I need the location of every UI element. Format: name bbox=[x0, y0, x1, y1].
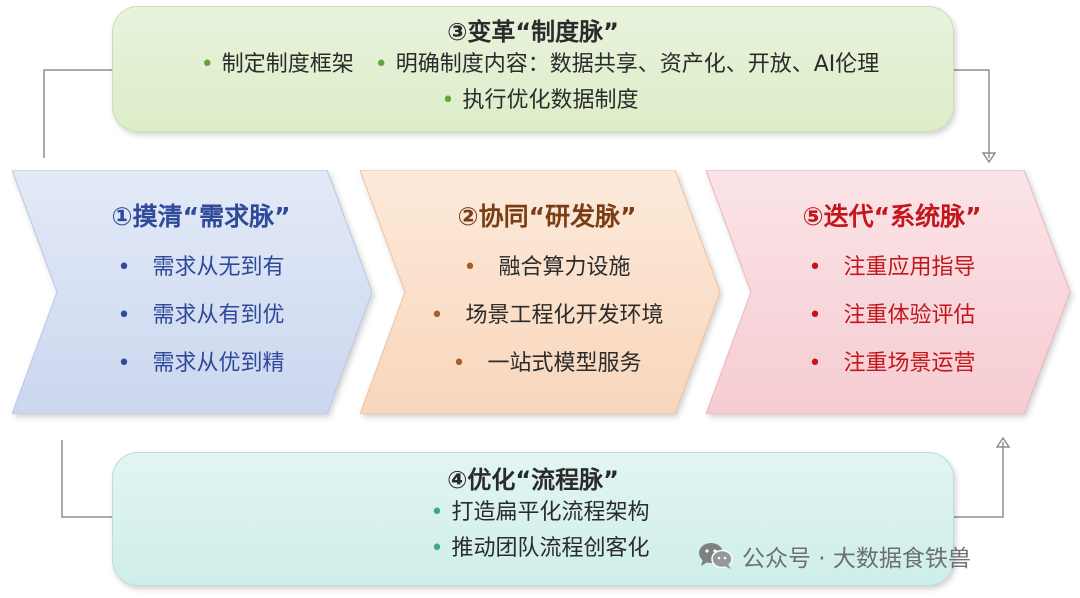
chevron-rnd-title: ②协同“研发脉” bbox=[457, 202, 637, 231]
top-panel-line-1: • 制定制度框架 • 明确制度内容：数据共享、资产化、开放、AI伦理 bbox=[113, 47, 953, 83]
chevron-system-title: ⑤迭代“系统脉” bbox=[802, 202, 982, 231]
chevron-shape bbox=[12, 170, 372, 414]
bullet-dot: • bbox=[430, 536, 444, 561]
bottom-panel-title: ④优化“流程脉” bbox=[447, 466, 619, 494]
watermark-text: 公众号 · 大数据食铁兽 bbox=[742, 546, 971, 572]
bottom-bullet-1: 打造扁平化流程架构 bbox=[451, 500, 650, 525]
chevron-shape bbox=[706, 170, 1071, 414]
top-bullet-1: 制定制度框架 bbox=[221, 52, 354, 77]
chevron-rnd-item-3: •一站式模型服务 bbox=[452, 351, 642, 376]
top-bullet-3: 执行优化数据制度 bbox=[462, 88, 639, 113]
chevron-rnd: ②协同“研发脉” •融合算力设施 •场景工程化开发环境 •一站式模型服务 bbox=[360, 170, 720, 414]
bottom-panel-process: ④优化“流程脉” • 打造扁平化流程架构 • 推动团队流程创客化 bbox=[112, 452, 954, 586]
chevron-system-item-2: •注重体验评估 bbox=[808, 303, 976, 328]
top-panel-institution: ③变革“制度脉” • 制定制度框架 • 明确制度内容：数据共享、资产化、开放、AI伦… bbox=[112, 6, 954, 132]
chevron-demand-item-1: •需求从无到有 bbox=[117, 255, 285, 280]
connector-top-right bbox=[954, 69, 990, 158]
bullet-dot: • bbox=[374, 52, 388, 77]
watermark: 公众号 · 大数据食铁兽 bbox=[698, 538, 971, 574]
chevron-demand-item-2: •需求从有到优 bbox=[117, 303, 285, 328]
chevron-demand: ①摸清“需求脉” •需求从无到有 •需求从有到优 •需求从优到精 bbox=[12, 170, 372, 414]
chevron-system: ⑤迭代“系统脉” •注重应用指导 •注重体验评估 •注重场景运营 bbox=[706, 170, 1074, 414]
arrowhead-up-icon bbox=[995, 436, 1011, 448]
chevron-rnd-item-1: •融合算力设施 bbox=[463, 255, 631, 280]
chevron-demand-item-3: •需求从优到精 bbox=[117, 351, 285, 376]
bottom-panel-line-1: • 打造扁平化流程架构 bbox=[113, 495, 953, 531]
connector-bottom-right bbox=[954, 442, 1004, 518]
chevron-rnd-item-2: •场景工程化开发环境 bbox=[430, 303, 664, 328]
bottom-bullet-2: 推动团队流程创客化 bbox=[451, 536, 650, 561]
chevron-demand-title: ①摸清“需求脉” bbox=[111, 202, 291, 231]
arrowhead-down-icon bbox=[981, 152, 997, 164]
connector-bottom-left bbox=[61, 440, 112, 518]
chevron-system-item-1: •注重应用指导 bbox=[808, 255, 976, 280]
bullet-dot: • bbox=[430, 500, 444, 525]
top-panel-title: ③变革“制度脉” bbox=[447, 18, 619, 46]
chevron-system-item-3: •注重场景运营 bbox=[808, 351, 976, 376]
top-panel-line-2: • 执行优化数据制度 bbox=[113, 83, 953, 119]
wechat-icon bbox=[699, 543, 733, 569]
connector-top-left bbox=[43, 69, 112, 158]
top-bullet-2: 明确制度内容：数据共享、资产化、开放、AI伦理 bbox=[395, 52, 880, 77]
chevron-shape bbox=[360, 170, 720, 414]
bullet-dot: • bbox=[200, 52, 214, 77]
bullet-dot: • bbox=[441, 88, 455, 113]
bottom-panel-line-2: • 推动团队流程创客化 bbox=[113, 531, 953, 567]
